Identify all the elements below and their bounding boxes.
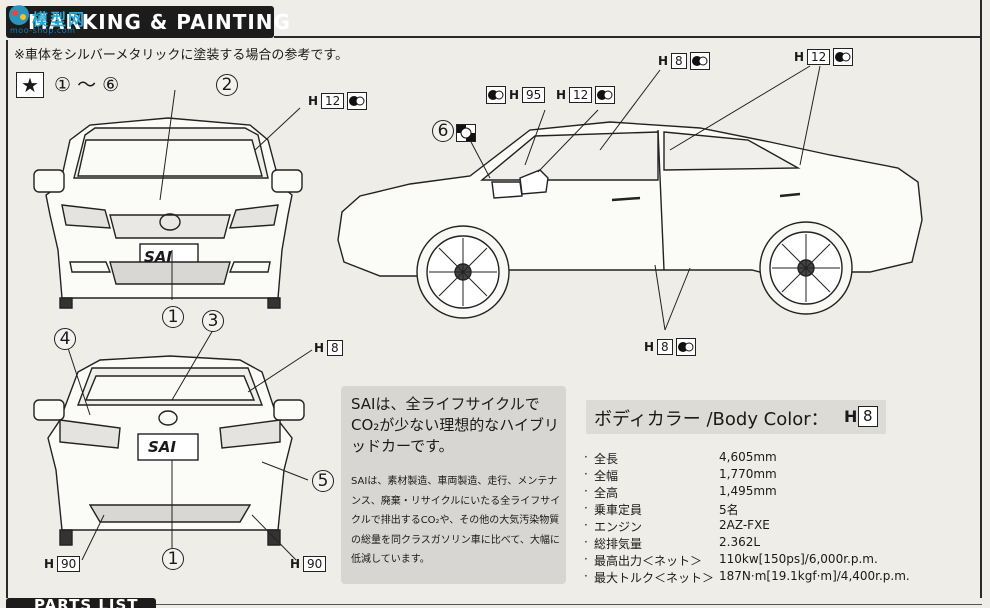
watermark-text: 模型网: [32, 10, 87, 29]
callout-rear-right: 5: [312, 470, 334, 492]
side-view: [337, 65, 923, 331]
body-color-code: 8: [858, 406, 878, 427]
color-chip-icon: [486, 86, 506, 104]
callout-rear-bottom: 1: [162, 548, 184, 570]
color-chip-icon: [595, 86, 616, 104]
color-chip-icon: [689, 52, 710, 70]
spec-row: ·最大トルク＜ネット＞187N·m[19.1kgf·m]/4,400r.p.m.: [584, 569, 910, 585]
section-header: MARKING & PAINTING: [6, 6, 290, 38]
color-chip-icon: [675, 338, 696, 356]
parts-list-title: PARTS LIST: [34, 596, 139, 608]
watermark-sub: moo-shop.com: [10, 26, 76, 35]
paint-note: ※車体をシルバーメタリックに塗装する場合の参考です。: [14, 48, 349, 63]
color-chip-icon: [347, 92, 368, 110]
star-icon: ★: [16, 72, 44, 98]
frame-top-rule: [274, 36, 982, 38]
rear-plate-text: SAI: [148, 438, 176, 456]
rear-view: [33, 329, 313, 561]
front-view: [33, 89, 303, 309]
watermark-logo: 模型网 moo-shop.com: [4, 2, 124, 36]
callout-rear-left: 4: [54, 328, 76, 350]
color-chip-icon: [833, 48, 854, 66]
callout-front-bottom: 1: [162, 306, 184, 328]
callout-front-top: 2: [216, 74, 238, 96]
parts-list-header: PARTS LIST: [6, 596, 156, 608]
section-title: MARKING & PAINTING: [28, 10, 291, 34]
frame-right-rule: [980, 0, 982, 40]
front-plate-text: SAI: [144, 248, 172, 266]
callout-rear-mid: 3: [202, 310, 224, 332]
info-box: SAIは、全ライフサイクルでCO₂が少ない理想的なハイブリッドカーです。 SAI…: [341, 386, 566, 584]
callout-side-mirror: 6: [432, 120, 454, 142]
spec-row: ·最高出力＜ネット＞110kw[150ps]/6,000r.p.m.: [584, 552, 878, 568]
bottom-rule: [156, 604, 982, 605]
color-chip-icon: [456, 124, 476, 146]
body-color-label: ボディカラー /Body Color：: [594, 409, 829, 430]
info-body: SAIは、素材製造、車両製造、走行、メンテナンス、廃棄・リサイクルにいたる全ライ…: [351, 476, 561, 565]
body-color-prefix: H: [844, 407, 858, 426]
decal-range: ① 〜 ⑥: [54, 74, 120, 96]
body-color-box: ボディカラー /Body Color： H 8: [586, 400, 886, 434]
info-headline: SAIは、全ライフサイクルでCO₂が少ない理想的なハイブリッドカーです。: [351, 395, 559, 455]
page-frame: [6, 40, 982, 598]
watermark-icon: [9, 5, 29, 25]
